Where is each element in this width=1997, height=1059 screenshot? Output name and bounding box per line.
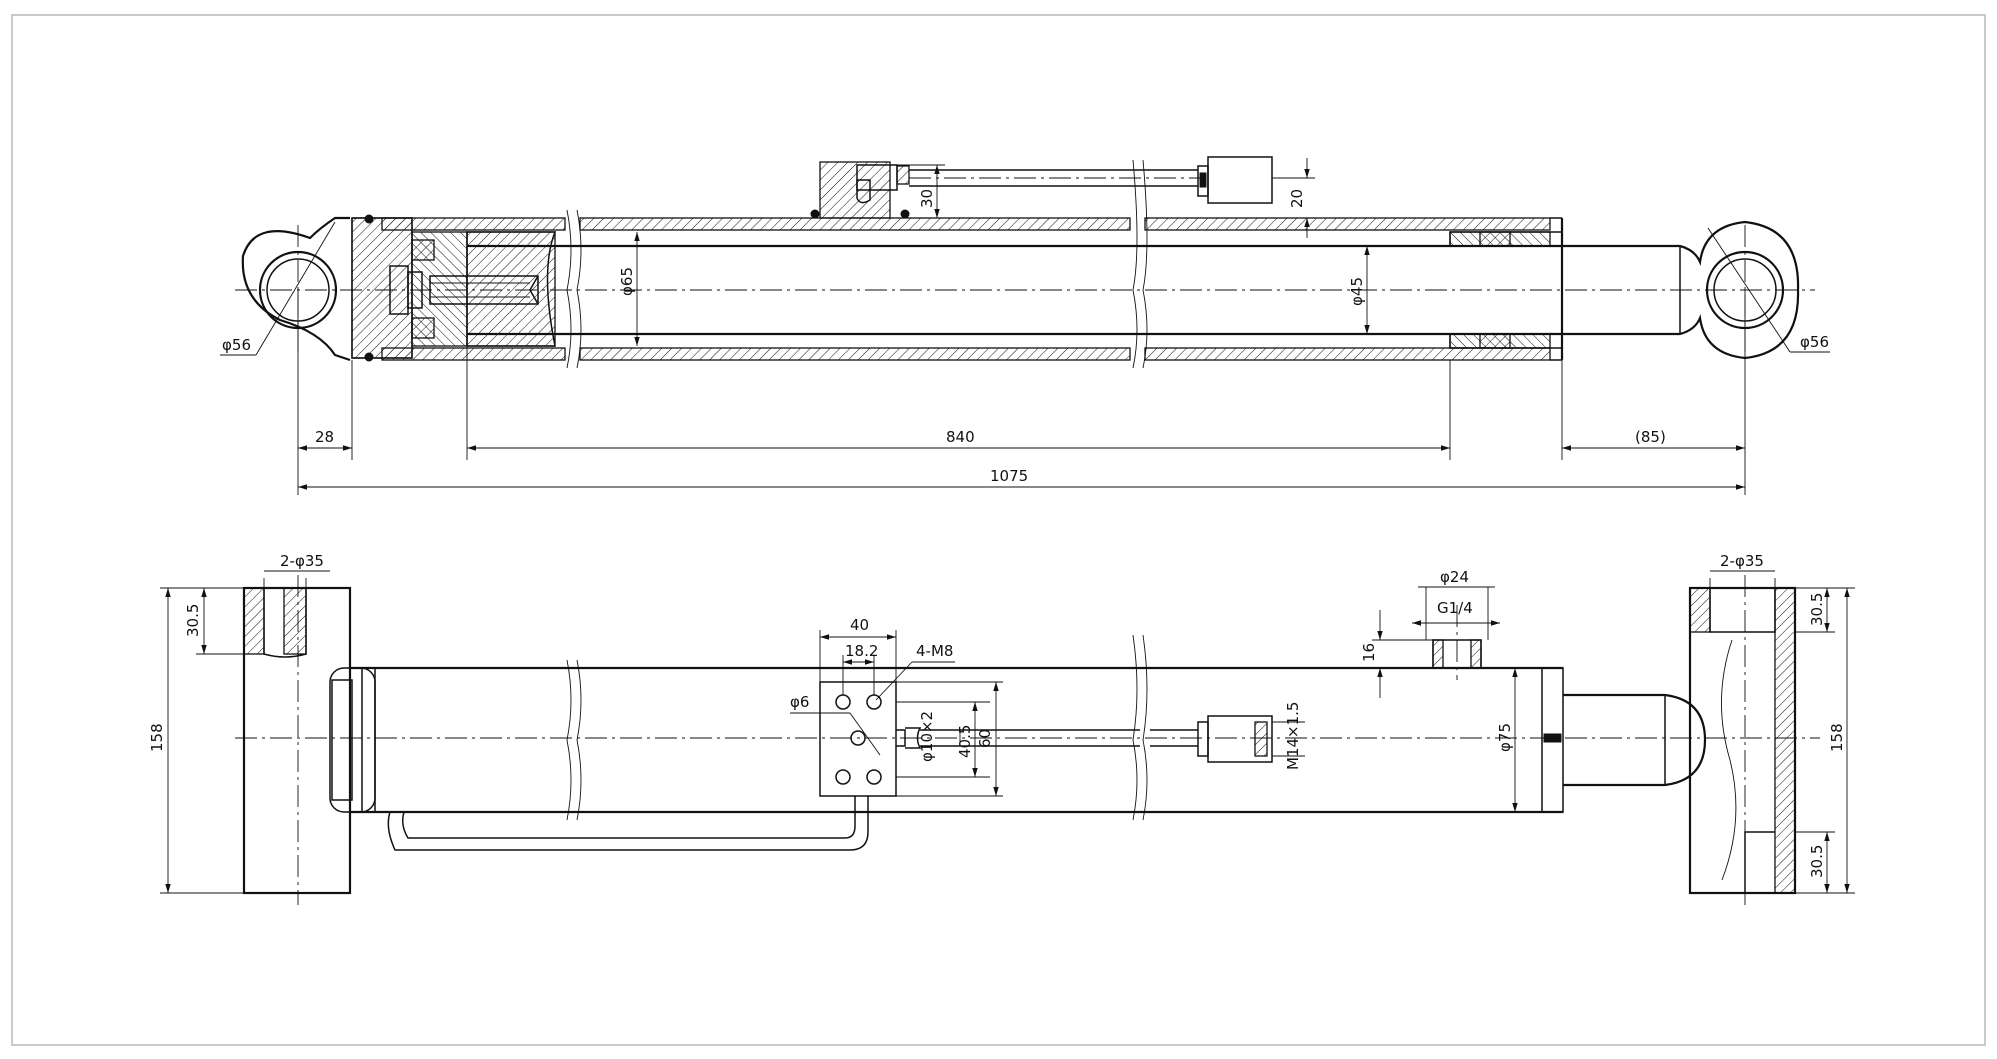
right-rod-side [1563, 693, 1707, 787]
drawing-frame [11, 14, 1986, 1046]
dim-block-port: φ6 [790, 693, 809, 711]
dim-right-height: 158 [1828, 723, 1846, 752]
rod-gland [1449, 218, 1564, 360]
barrel-wall-bottom [381, 347, 566, 361]
dim-eye-left: φ56 [222, 336, 251, 354]
dim-eye-right: φ56 [1800, 333, 1829, 351]
left-end-cap [351, 217, 413, 359]
dim-rod: φ45 [1348, 277, 1366, 306]
dim-left-holes: 2-φ35 [280, 552, 324, 570]
dim-fitting-thread: M14×1.5 [1284, 702, 1302, 770]
dim-bore: φ65 [618, 267, 636, 296]
barrel-side [329, 634, 1564, 821]
dim-right-holes: 2-φ35 [1720, 552, 1764, 570]
dim-total: 1075 [990, 467, 1028, 485]
left-rod-eye [241, 216, 351, 362]
dim-right-top: 30.5 [1808, 593, 1826, 626]
dim-port-dia: φ24 [1440, 568, 1469, 586]
left-mount [242, 575, 352, 905]
bottom-view-cylinder: 2-φ35 2-φ35 158 158 30.5 30.5 30.5 40 18… [148, 552, 1855, 905]
dim-block-spacing: 18.2 [845, 642, 878, 660]
dim-barrel-od: φ75 [1496, 723, 1514, 752]
dim-right-bottom: 30.5 [1808, 845, 1826, 878]
dim-left-top: 30.5 [184, 604, 202, 637]
dim-stroke: 840 [946, 428, 975, 446]
oil-block-side [819, 681, 922, 797]
dim-right-offset: (85) [1635, 428, 1666, 446]
dim-port-height: 30 [918, 189, 936, 208]
barrel-wall-top [381, 217, 566, 231]
dim-oring: φ10×2 [918, 711, 936, 762]
oil-port-block-top [810, 156, 1273, 219]
right-mount [1688, 575, 1797, 905]
top-view-cylinder: φ56 φ56 φ65 φ45 30 20 28 840 (85) 1075 [220, 156, 1830, 495]
dim-block-height: 60 [976, 729, 994, 748]
dim-left-height: 158 [148, 723, 166, 752]
port-fitting [1432, 605, 1482, 680]
dim-port-offset: 20 [1288, 189, 1306, 208]
dim-left-offset: 28 [315, 428, 334, 446]
dim-port-thread: G1/4 [1437, 599, 1473, 617]
dim-port-depth: 16 [1360, 643, 1378, 662]
piston [389, 231, 557, 347]
dim-block-width: 40 [850, 616, 869, 634]
dim-block-thread: 4-M8 [916, 642, 953, 660]
dim-block-inner: 40.5 [956, 725, 974, 758]
oil-tube-side [387, 715, 1273, 851]
